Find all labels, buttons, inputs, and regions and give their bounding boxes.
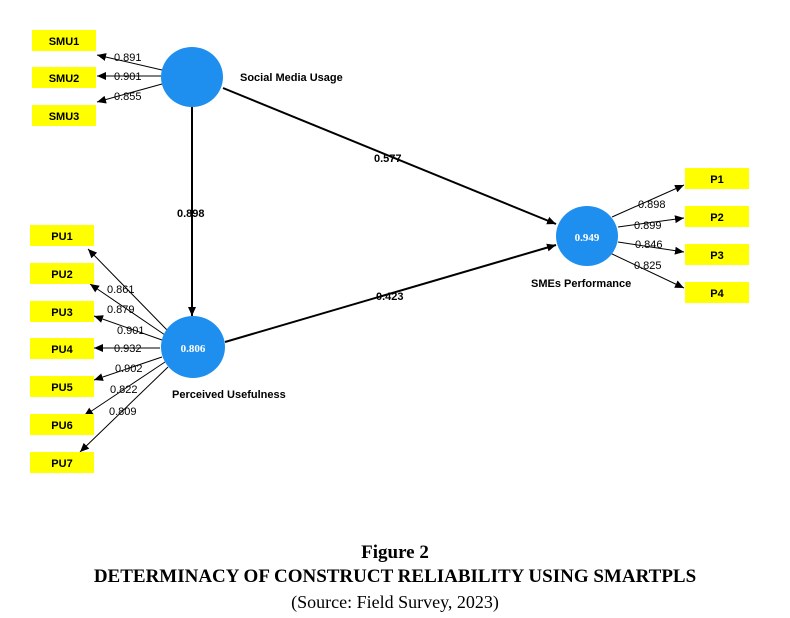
indicator-box-smu3 — [32, 105, 96, 126]
indicator-box-smu1 — [32, 30, 96, 51]
figure-source: (Source: Field Survey, 2023) — [291, 592, 499, 612]
indicator-label-smu3: SMU3 — [49, 111, 80, 123]
indicator-box-pu2 — [30, 263, 94, 284]
indicator-label-pu1: PU1 — [51, 231, 72, 243]
path-coef-smu-smep: 0.577 — [374, 153, 402, 165]
construct-label-smep: SMEs Performance — [531, 278, 631, 290]
indicator-label-pu5: PU5 — [51, 382, 72, 394]
path-pu-to-smep — [224, 243, 557, 343]
path-smu-to-smep — [222, 87, 557, 225]
loading-value-pu7: 0.809 — [109, 406, 137, 418]
construct-node-smu — [161, 47, 223, 107]
indicator-label-p3: P3 — [710, 250, 723, 262]
indicator-box-smu2 — [32, 67, 96, 88]
indicator-label-pu3: PU3 — [51, 307, 72, 319]
loading-arrow-pu6 — [83, 361, 166, 417]
loading-arrow-p4 — [609, 252, 685, 289]
loading-arrow-pu7 — [79, 366, 169, 453]
construct-label-smu: Social Media Usage — [240, 72, 343, 84]
construct-node-smep — [556, 206, 618, 266]
loading-arrow-pu5 — [93, 356, 163, 381]
construct-r2-smep: 0.949 — [575, 232, 600, 244]
indicator-box-pu6 — [30, 414, 94, 435]
indicator-label-p1: P1 — [710, 174, 723, 186]
indicator-label-p4: P4 — [710, 288, 724, 300]
indicator-label-p2: P2 — [710, 212, 723, 224]
loading-value-p2: 0.899 — [634, 220, 662, 232]
loading-value-pu4: 0.932 — [114, 343, 142, 355]
loading-arrow-pu2 — [89, 283, 166, 336]
loading-arrow-pu3 — [93, 315, 163, 341]
construct-node-pu — [161, 316, 225, 378]
indicator-label-smu1: SMU1 — [49, 36, 80, 48]
indicator-box-pu3 — [30, 301, 94, 322]
figure-title: DETERMINACY OF CONSTRUCT RELIABILITY USI… — [93, 566, 697, 587]
loading-value-smu3: 0.855 — [114, 91, 142, 103]
loading-value-pu6: 0.822 — [110, 384, 138, 396]
construct-label-pu: Perceived Usefulness — [172, 389, 286, 401]
indicator-label-pu7: PU7 — [51, 458, 72, 470]
path-coef-smu-pu: 0.898 — [177, 208, 205, 220]
pls-path-diagram: 0.577 0.898 0.423 SMU1 SMU2 SMU3 0.891 0… — [30, 30, 749, 473]
loading-arrow-p2 — [617, 215, 685, 228]
path-coef-pu-smep: 0.423 — [376, 291, 404, 303]
indicator-box-p1 — [685, 168, 749, 189]
loading-arrow-smu1 — [96, 53, 163, 71]
indicator-box-p4 — [685, 282, 749, 303]
indicator-box-pu7 — [30, 452, 94, 473]
indicator-box-pu5 — [30, 376, 94, 397]
construct-r2-pu: 0.806 — [181, 343, 206, 355]
loading-arrow-pu1 — [87, 248, 169, 332]
loading-value-pu3: 0.901 — [117, 325, 145, 337]
loading-value-smu2: 0.901 — [114, 71, 142, 83]
loading-arrow-p1 — [611, 184, 685, 218]
loading-arrow-smu3 — [96, 83, 163, 104]
indicator-label-smu2: SMU2 — [49, 73, 80, 85]
indicator-box-pu4 — [30, 338, 94, 359]
figure-number: Figure 2 — [361, 542, 429, 563]
indicator-label-pu4: PU4 — [51, 344, 73, 356]
indicator-box-pu1 — [30, 225, 94, 246]
loading-value-pu1: 0.861 — [107, 284, 135, 296]
loading-value-pu5: 0.902 — [115, 363, 143, 375]
loading-value-smu1: 0.891 — [114, 52, 142, 64]
indicator-box-p3 — [685, 244, 749, 265]
indicator-box-p2 — [685, 206, 749, 227]
loading-value-p1: 0.898 — [638, 199, 666, 211]
indicator-label-pu2: PU2 — [51, 269, 72, 281]
loading-value-p4: 0.825 — [634, 260, 662, 272]
loading-value-pu2: 0.879 — [107, 304, 135, 316]
loading-arrow-p3 — [617, 241, 685, 255]
loading-value-p3: 0.846 — [635, 239, 663, 251]
indicator-label-pu6: PU6 — [51, 420, 72, 432]
